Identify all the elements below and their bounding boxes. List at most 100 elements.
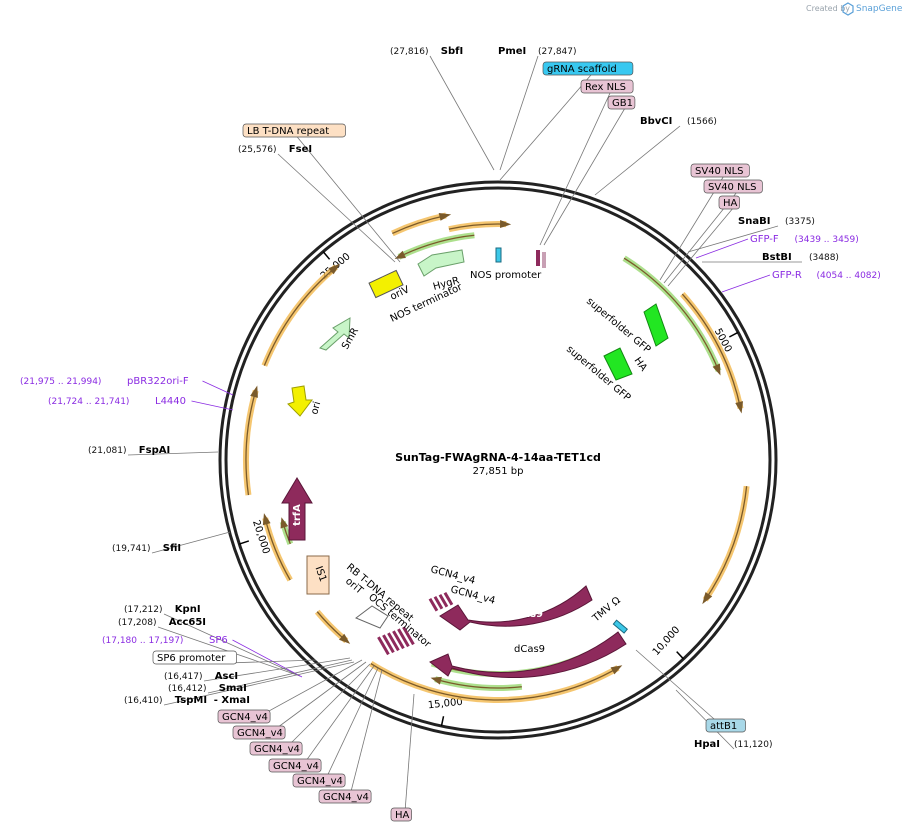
feature-hygr[interactable] — [417, 249, 465, 277]
outer-label-fsei[interactable]: (25,576)FseI — [238, 144, 312, 155]
scale-label: 15,000 — [427, 697, 463, 712]
feature-arc[interactable] — [448, 220, 512, 233]
svg-text:(27,816): (27,816) — [390, 47, 429, 57]
outer-label-ha-bottom[interactable]: HA — [390, 807, 412, 822]
svg-text:(16,417): (16,417) — [164, 672, 203, 682]
outer-label-hpai[interactable]: HpaI (11,120) — [694, 739, 773, 750]
feature-arc[interactable] — [262, 513, 293, 582]
svg-text:(1566): (1566) — [687, 117, 717, 127]
feature-arc[interactable] — [622, 255, 722, 376]
backbone-inner-ring — [224, 186, 772, 734]
outer-label-gcn4-1[interactable]: GCN4_v4 — [217, 709, 271, 724]
feature-sfgfp-1[interactable] — [643, 303, 669, 347]
outer-label-gcn4-2[interactable]: GCN4_v4 — [232, 725, 286, 740]
outer-label-gcn4-4[interactable]: GCN4_v4 — [268, 758, 322, 773]
feature-dcas9-label: dCas9 — [514, 644, 545, 655]
outer-label-gb1[interactable]: GB1 — [607, 95, 636, 110]
feature-gcn4-lower[interactable] — [377, 626, 415, 656]
feature-arc[interactable] — [702, 485, 750, 605]
scale-tick — [728, 331, 739, 338]
svg-text:(21,081): (21,081) — [88, 446, 127, 456]
feature-arc[interactable] — [430, 676, 523, 691]
feature-arc[interactable] — [243, 385, 259, 496]
scale-tick — [239, 540, 250, 545]
svg-text:(3488): (3488) — [809, 253, 839, 263]
feature-ocs-arrow[interactable] — [355, 605, 389, 629]
svg-text:(21,724 .. 21,741): (21,724 .. 21,741) — [48, 397, 129, 407]
svg-text:AscI: AscI — [215, 671, 238, 682]
feature-tmv-omega[interactable] — [612, 619, 628, 634]
outer-label-sfii[interactable]: (19,741)SfiI — [112, 543, 181, 554]
outer-label-tspmi[interactable]: (16,410)TspMI- XmaI — [124, 695, 250, 706]
feature-ha-inner-label: HA — [632, 355, 649, 373]
outer-label-gcn4-3[interactable]: GCN4_v4 — [249, 741, 303, 756]
outer-label-snabi[interactable]: SnaBI(3375) — [738, 216, 815, 227]
svg-text:BstBI: BstBI — [762, 252, 792, 263]
feature-ori-inner[interactable] — [287, 385, 313, 417]
feature-dcas9[interactable] — [429, 631, 627, 678]
outer-label-lb-tdna[interactable]: LB T-DNA repeat — [242, 123, 346, 138]
feature-arc[interactable] — [314, 609, 351, 644]
outer-label-l4440[interactable]: (21,724 .. 21,741)L4440 — [48, 396, 186, 407]
feature-gcn4-upper[interactable] — [428, 591, 454, 612]
svg-text:(11,120): (11,120) — [734, 740, 773, 750]
outer-label-gfp-r[interactable]: GFP-R(4054 .. 4082) — [772, 270, 881, 281]
svg-text:GCN4_v4: GCN4_v4 — [297, 776, 343, 787]
outer-label-sp6[interactable]: (17,180 .. 17,197)SP6 — [102, 635, 228, 646]
scale-tick — [440, 716, 445, 727]
outer-label-pmei[interactable]: PmeI(27,847) — [498, 46, 577, 57]
outer-label-gfp-f[interactable]: GFP-F(3439 .. 3459) — [750, 234, 859, 245]
svg-text:HpaI: HpaI — [694, 739, 720, 750]
feature-arc[interactable] — [369, 660, 623, 703]
feature-sfgfp-2[interactable] — [603, 347, 633, 381]
outer-label-pbr322[interactable]: (21,975 .. 21,994)pBR322ori-F — [20, 376, 189, 387]
outer-label-rex-nls[interactable]: Rex NLS — [580, 79, 634, 94]
svg-text:pBR322ori-F: pBR322ori-F — [127, 376, 189, 387]
svg-text:(3375): (3375) — [785, 217, 815, 227]
outer-label-gcn4-5[interactable]: GCN4_v4 — [292, 773, 346, 788]
feature-oriv[interactable] — [368, 269, 404, 299]
outer-label-bstbi[interactable]: BstBI (3488) — [762, 252, 839, 263]
feature-arc[interactable] — [261, 263, 341, 367]
svg-text:FseI: FseI — [289, 144, 312, 155]
feature-tmv-omega-label: TMV Ω — [590, 595, 623, 625]
svg-text:GFP-R: GFP-R — [772, 270, 802, 281]
outer-label-acc65i[interactable]: (17,208)Acc65I — [118, 617, 206, 628]
feature-arc[interactable] — [394, 232, 475, 260]
outer-label-ha-top[interactable]: HA — [718, 195, 740, 210]
svg-text:SmaI: SmaI — [219, 683, 247, 694]
feature-cas9[interactable]: Cas9 — [439, 585, 593, 631]
outer-labels: (27,816)SbfI PmeI(27,847) gRNA scaffoldRex… — [20, 46, 881, 822]
feature-trfa[interactable]: trfA — [281, 477, 313, 541]
feature-smr[interactable] — [319, 317, 351, 351]
snapgene-logo-icon — [842, 2, 854, 16]
svg-text:GCN4_v4: GCN4_v4 — [254, 744, 300, 755]
feature-is1[interactable]: IS1 — [306, 555, 330, 595]
svg-text:GCN4_v4: GCN4_v4 — [273, 761, 319, 772]
feature-gcn4-upper-label-2: GCN4_v4 — [449, 584, 496, 606]
feature-nos-promoter[interactable] — [495, 247, 502, 263]
svg-text:SP6 promoter: SP6 promoter — [157, 653, 226, 664]
outer-label-sp6-promoter[interactable]: SP6 promoter — [152, 650, 237, 665]
outer-label-bbvci[interactable]: BbvCI(1566) — [640, 116, 717, 127]
outer-label-kpni[interactable]: (17,212)KpnI — [124, 604, 201, 615]
outer-label-grna-scaffold[interactable]: gRNA scaffold — [542, 61, 634, 76]
outer-label-smai[interactable]: (16,412)SmaI — [168, 683, 247, 694]
feature-ori-label: ori — [309, 400, 323, 415]
outer-label-asci[interactable]: (16,417) AscI — [164, 671, 238, 682]
outer-label-sv40-nls-2[interactable]: SV40 NLS — [703, 179, 763, 194]
svg-text:GCN4_v4: GCN4_v4 — [222, 712, 268, 723]
svg-text:SV40 NLS: SV40 NLS — [695, 166, 744, 177]
svg-text:(19,741): (19,741) — [112, 544, 151, 554]
feature-arc[interactable] — [680, 292, 744, 414]
outer-label-sbfi[interactable]: (27,816)SbfI — [390, 46, 463, 57]
outer-label-fspai[interactable]: (21,081)FspAI — [88, 445, 170, 456]
outer-label-sv40-nls-1[interactable]: SV40 NLS — [690, 163, 750, 178]
outer-label-gcn4-6[interactable]: GCN4_v4 — [318, 789, 372, 804]
feature-arc[interactable] — [391, 212, 452, 237]
svg-text:TspMI: TspMI — [175, 695, 207, 706]
outer-label-attb1[interactable]: attB1 — [705, 718, 746, 733]
feature-arc[interactable] — [279, 517, 294, 546]
feature-nos-promoter-label: NOS promoter — [470, 270, 542, 281]
